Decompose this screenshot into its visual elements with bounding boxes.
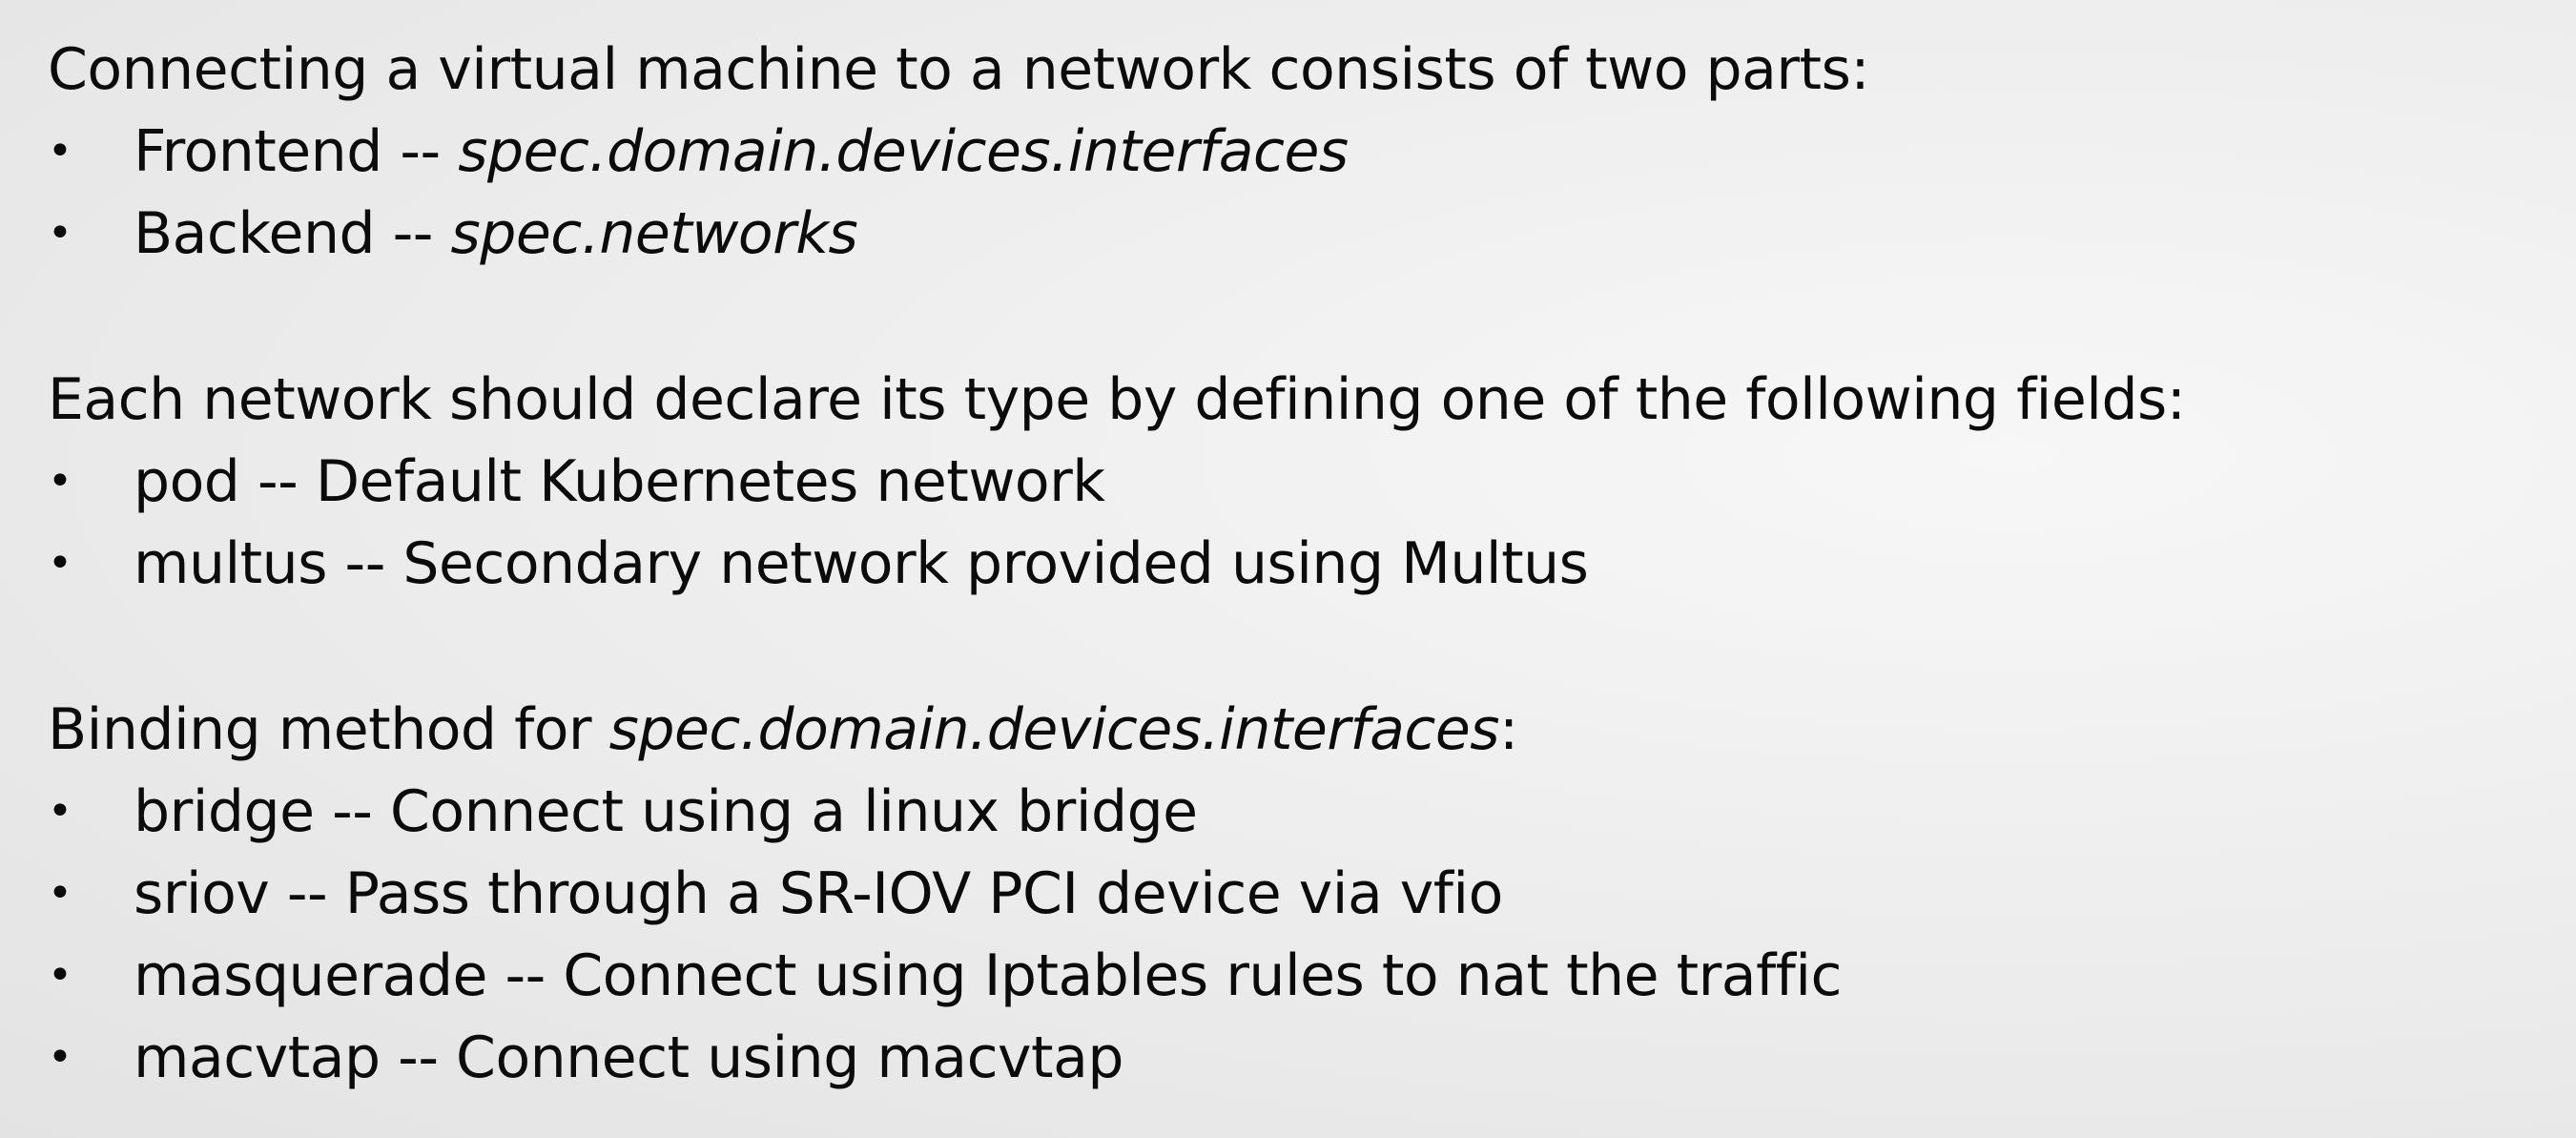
list-item: • pod -- Default Kubernetes network — [48, 441, 2546, 523]
section-heading: Connecting a virtual machine to a networ… — [48, 36, 1870, 103]
item-term: masquerade — [134, 942, 487, 1009]
slide-content: Connecting a virtual machine to a networ… — [48, 29, 2546, 1099]
item-separator: -- — [375, 200, 451, 267]
item-separator: -- — [381, 118, 459, 185]
heading-code-path: spec.domain.devices.interfaces — [608, 696, 1500, 763]
item-separator: -- — [380, 1024, 457, 1091]
item-term: sriov — [134, 860, 270, 927]
item-term: pod — [134, 448, 240, 515]
item-term: Frontend — [134, 118, 382, 185]
item-description: Connect using a linux bridge — [389, 778, 1198, 845]
bullet-icon: • — [48, 1033, 72, 1082]
item-description: Secondary network provided using Multus — [402, 530, 1589, 597]
section-binding-methods: Binding method for spec.domain.devices.i… — [48, 689, 2546, 1099]
item-code-path: spec.domain.devices.interfaces — [458, 118, 1349, 185]
list-item: • multus -- Secondary network provided us… — [48, 523, 2546, 605]
list-item: • sriov -- Pass through a SR-IOV PCI devi… — [48, 853, 2546, 935]
bullet-icon: • — [48, 539, 72, 588]
bullet-icon: • — [48, 127, 72, 176]
item-description: Connect using macvtap — [456, 1024, 1123, 1091]
heading-suffix: : — [1499, 696, 1518, 763]
item-description: Connect using Iptables rules to nat the … — [563, 942, 1842, 1009]
item-description: Pass through a SR-IOV PCI device via vfi… — [344, 860, 1504, 927]
list-item: • macvtap -- Connect using macvtap — [48, 1017, 2546, 1099]
item-description: Default Kubernetes network — [315, 448, 1105, 515]
section-heading: Each network should declare its type by … — [48, 366, 2186, 433]
bullet-list: • pod -- Default Kubernetes network • mult… — [48, 441, 2546, 605]
item-separator: -- — [486, 942, 564, 1009]
bullet-icon: • — [48, 869, 72, 918]
section-heading: Binding method for spec.domain.devices.i… — [48, 689, 2546, 771]
bullet-list: •bridge -- Connect using a linux bridge … — [48, 771, 2546, 1099]
item-term: Backend — [134, 200, 376, 267]
item-separator: -- — [239, 448, 316, 515]
item-separator: -- — [314, 778, 390, 845]
item-separator: -- — [326, 530, 403, 597]
item-separator: -- — [269, 860, 345, 927]
list-item: • bridge -- Connect using a linux bridge — [48, 771, 2546, 853]
heading-prefix: Binding method for — [48, 696, 609, 763]
bullet-icon: • — [48, 457, 72, 506]
section-network-types: Each network should declare its type by … — [48, 359, 2546, 605]
item-term: macvtap — [134, 1024, 381, 1091]
item-code-path: spec.networks — [450, 200, 858, 267]
item-term: bridge — [134, 778, 315, 845]
bullet-icon: • — [48, 951, 72, 1000]
bullet-icon: • — [48, 209, 72, 258]
section-network-parts: Connecting a virtual machine to a networ… — [48, 29, 2546, 275]
list-item: • masquerade -- Connect using Iptables ru… — [48, 935, 2546, 1017]
list-item: • Frontend -- spec.domain.devices.interfa… — [48, 111, 2546, 193]
bullet-list: • Frontend -- spec.domain.devices.interfa… — [48, 111, 2546, 275]
item-term: multus — [134, 530, 327, 597]
bullet-icon: • — [48, 787, 72, 836]
list-item: • Backend -- spec.networks — [48, 193, 2546, 275]
